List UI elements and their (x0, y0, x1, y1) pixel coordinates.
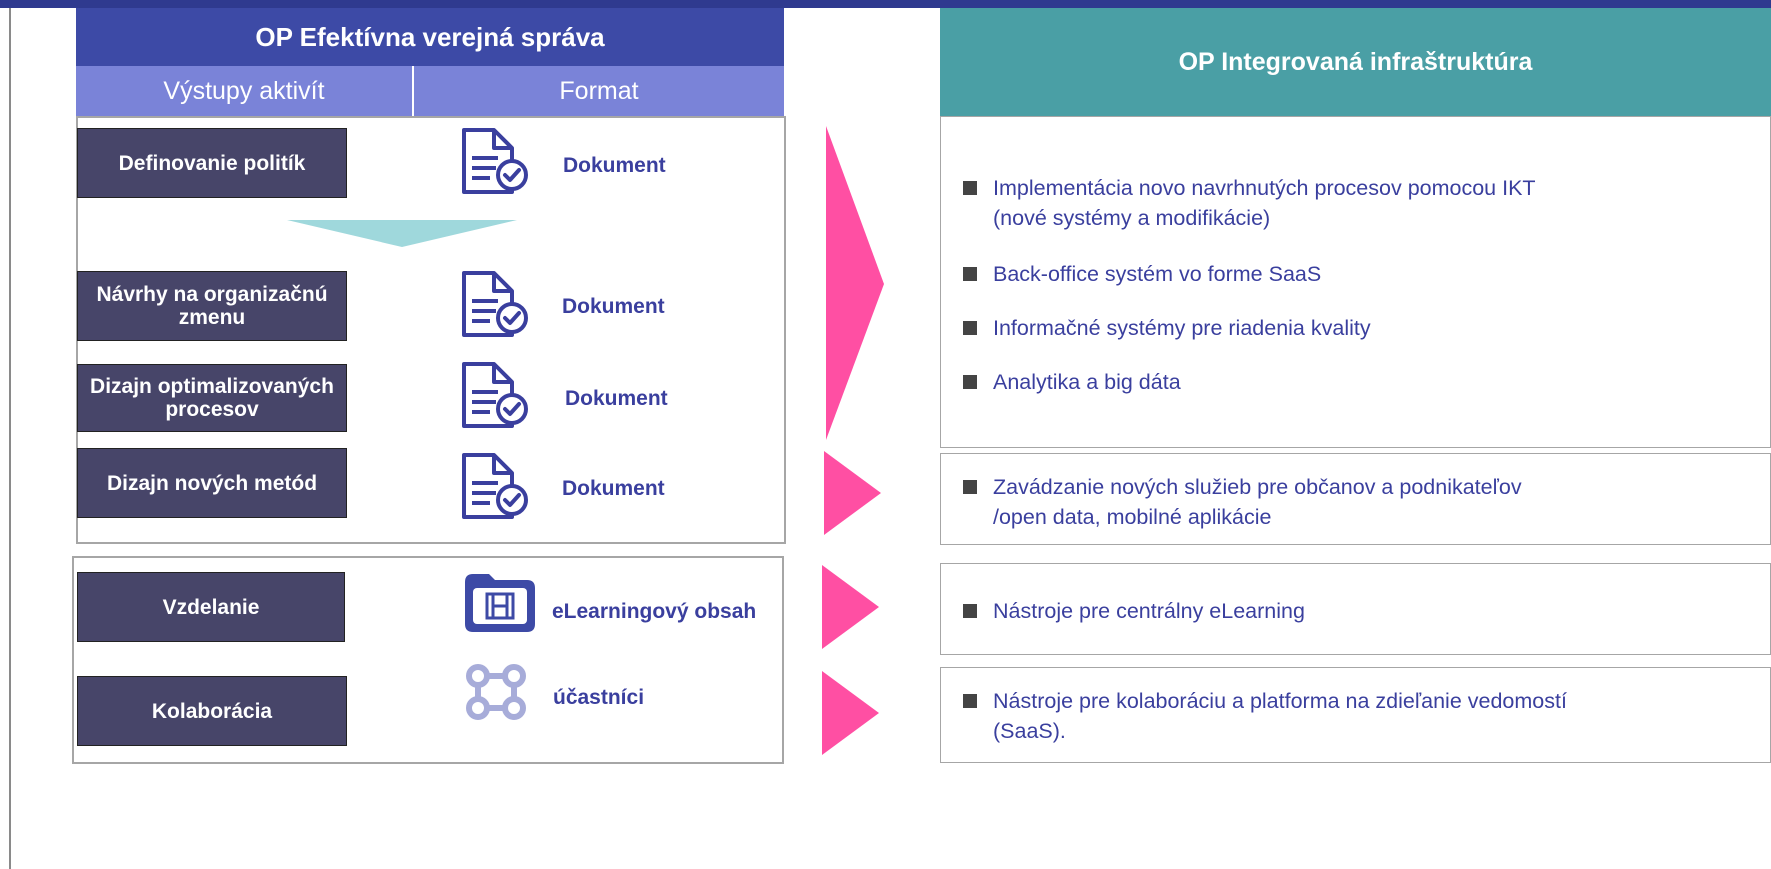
network-nodes-icon (466, 664, 526, 720)
format-label: Dokument (563, 154, 666, 177)
top-bar (0, 0, 1771, 8)
activity-box: Kolaborácia (77, 676, 347, 746)
left-panel-title: OP Efektívna verejná správa (76, 8, 784, 66)
bullet-item: Zavádzanie nových služieb pre občanov a … (941, 472, 1553, 532)
bullet-item: Back-office systém vo forme SaaS (941, 259, 1633, 289)
bullet-item: Nástroje pre kolaboráciu a platforma na … (941, 686, 1633, 746)
bullet-item: Implementácia novo navrhnutých procesov … (941, 173, 1553, 233)
document-check-icon (462, 271, 528, 337)
collaboration-box: Nástroje pre kolaboráciu a platforma na … (940, 667, 1771, 763)
document-check-icon (462, 453, 528, 519)
document-check-icon (462, 128, 528, 194)
format-label: eLearningový obsah (552, 600, 757, 623)
film-folder-icon (465, 574, 535, 632)
bullet-item: Nástroje pre centrálny eLearning (941, 596, 1633, 626)
activity-box: Dizajn optimalizovaných procesov (77, 364, 347, 432)
services-box: Zavádzanie nových služieb pre občanov a … (940, 453, 1771, 545)
elearning-box: Nástroje pre centrálny eLearning (940, 563, 1771, 655)
format-label: účastníci (553, 686, 645, 709)
left-border-line (9, 8, 11, 869)
activity-box: Vzdelanie (77, 572, 345, 642)
flow-arrow-large (826, 126, 884, 440)
activity-box: Dizajn nových metód (77, 448, 347, 518)
infrastructure-box: Implementácia novo navrhnutých procesov … (940, 116, 1771, 448)
column-header-format: Format (414, 66, 784, 116)
column-header-outputs: Výstupy aktivít (76, 66, 412, 116)
flow-arrow (822, 565, 879, 649)
right-panel-title: OP Integrovaná infraštruktúra (940, 8, 1771, 116)
bullet-item: Analytika a big dáta (941, 367, 1633, 397)
bullet-item: Informačné systémy pre riadenia kvality (941, 313, 1633, 343)
activity-box: Definovanie politík (77, 128, 347, 198)
flow-arrow (822, 671, 879, 755)
format-label: Dokument (562, 477, 665, 500)
format-label: Dokument (562, 295, 665, 318)
column-header-divider (412, 66, 414, 116)
activity-box: Návrhy na organizačnú zmenu (77, 271, 347, 341)
flow-arrow (824, 451, 881, 535)
down-arrow (287, 220, 517, 247)
document-check-icon (462, 362, 528, 428)
format-label: Dokument (565, 387, 668, 410)
